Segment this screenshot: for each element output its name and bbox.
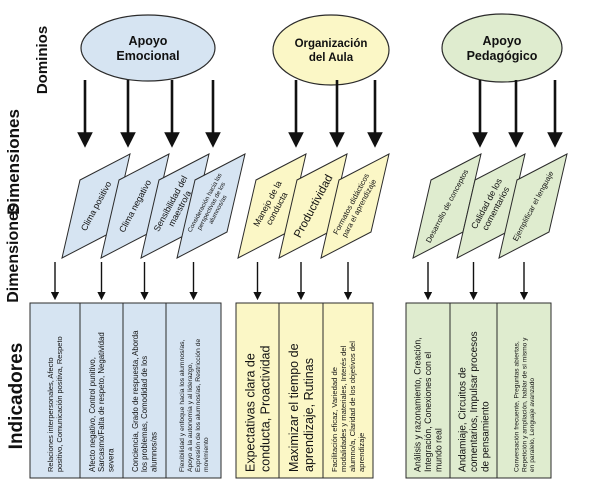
domain-group-1: Expectativas clara deconducta, Proactivi… [235, 14, 390, 479]
dimension-box-1-2 [320, 153, 390, 259]
indicator-text-0-0: Relaciones interpersonales, Afectopositi… [46, 336, 64, 472]
indicator-line: los problemas, Comodidad de los [140, 356, 149, 472]
indicator-box-2-1 [449, 302, 498, 479]
indicator-line: mundo real [433, 428, 443, 472]
indicator-text-2-2: Conversación frecuente, Preguntas abiert… [514, 337, 537, 472]
indicator-box-1-1 [278, 302, 324, 479]
indicator-line: Relaciones interpersonales, Afecto [46, 357, 55, 472]
indicator-text-1-1: Maximizar el tiempo deaprendizaje, Rutin… [287, 343, 316, 472]
domain-title-1-line: del Aula [309, 52, 354, 64]
indicator-line: movimiento [203, 437, 210, 472]
indicator-box-1-0 [235, 302, 280, 479]
indicator-box-0-0 [29, 302, 81, 479]
indicator-box-0-3 [165, 302, 222, 479]
indicator-line: Expectativas clara de [244, 353, 258, 472]
indicator-line: comentarios, Impulsar procesos [469, 331, 480, 472]
indicator-line: Análisis y razonamiento, Creación, [413, 337, 423, 472]
indicator-box-1-2 [322, 302, 374, 479]
indicator-text-1-0: Expectativas clara deconducta, Proactivi… [244, 345, 273, 472]
indicator-line: Facilitación eficaz, Variedad de [330, 367, 339, 472]
indicator-text-2-0: Análisis y razonamiento, Creación,Integr… [413, 337, 444, 472]
indicator-line: de pensamiento [481, 401, 492, 472]
indicator-text-1-2: Facilitación eficaz, Variedad demodalida… [330, 341, 366, 472]
indicator-line: Apoyo a la autonomía y al liderazgo, [187, 362, 194, 472]
domain-group-2: Análisis y razonamiento, Creación,Integr… [405, 13, 568, 479]
indicator-line: positivo, Comunicación positiva, Respeto [55, 336, 64, 472]
indicator-line: Afecto negativo, Control punitivo, [88, 357, 97, 472]
domain-title-2-line: Pedagógico [467, 49, 538, 63]
indicator-line: Flexibilidad y enfoque hacia los alumnos… [179, 339, 186, 472]
indicator-line: aprendizaje [357, 433, 366, 472]
indicator-line: conducta, Proactividad [258, 345, 272, 472]
domain-ellipse-0 [80, 14, 216, 82]
domain-ellipse-2 [441, 13, 563, 83]
indicator-text-0-2: Conciencia, Grado de respuesta, Abordalo… [131, 330, 158, 472]
dimension-box-0-3 [176, 153, 246, 259]
indicator-line: alumno/a, Claridad de los objetivos del [348, 341, 357, 472]
indicator-line: alumnos/as [149, 432, 158, 472]
indicator-text-2-1: Andamiaje, Circuitos decomentarios, Impu… [457, 331, 491, 472]
indicator-line: Repetición y ampliación, hablar de sí mi… [521, 337, 528, 472]
indicator-line: Sarcasmo/Falta de respeto, Negatividad [97, 332, 106, 472]
indicator-line: aprendizaje, Rutinas [302, 358, 316, 472]
indicator-line: en paralelo, Lenguaje avanzado [529, 378, 536, 472]
indicator-line: Andamiaje, Circuitos de [457, 367, 468, 472]
indicator-line: severa [106, 448, 115, 472]
indicator-text-0-1: Afecto negativo, Control punitivo,Sarcas… [88, 332, 115, 472]
indicator-line: Conciencia, Grado de respuesta, Aborda [131, 330, 140, 472]
indicator-box-0-1 [79, 302, 124, 479]
domain-title-1: Organización del Aula [295, 38, 368, 64]
domain-title-1-line: Organización [295, 38, 368, 50]
indicator-line: Expresión de los alumnos/as, Restricción… [195, 339, 202, 472]
domain-title-2-line: Apoyo [483, 34, 522, 48]
domain-group-0: Relaciones interpersonales, Afectopositi… [29, 14, 246, 479]
indicator-line: modalidades y materiales, Interés del [339, 345, 348, 472]
indicator-line: Maximizar el tiempo de [287, 343, 301, 472]
domain-title-0-line: Emocional [116, 49, 179, 63]
domain-ellipse-1 [272, 14, 390, 86]
domain-title-0-line: Apoyo [129, 34, 168, 48]
indicator-box-0-2 [122, 302, 167, 479]
dimension-box-2-2 [498, 153, 568, 259]
indicator-line: Integración, Conexiones con el [423, 352, 433, 472]
indicator-text-0-3: Flexibilidad y enfoque hacia los alumnos… [179, 339, 210, 472]
indicator-box-2-2 [496, 302, 552, 479]
indicator-line: Conversación frecuente, Preguntas abiert… [514, 341, 521, 472]
